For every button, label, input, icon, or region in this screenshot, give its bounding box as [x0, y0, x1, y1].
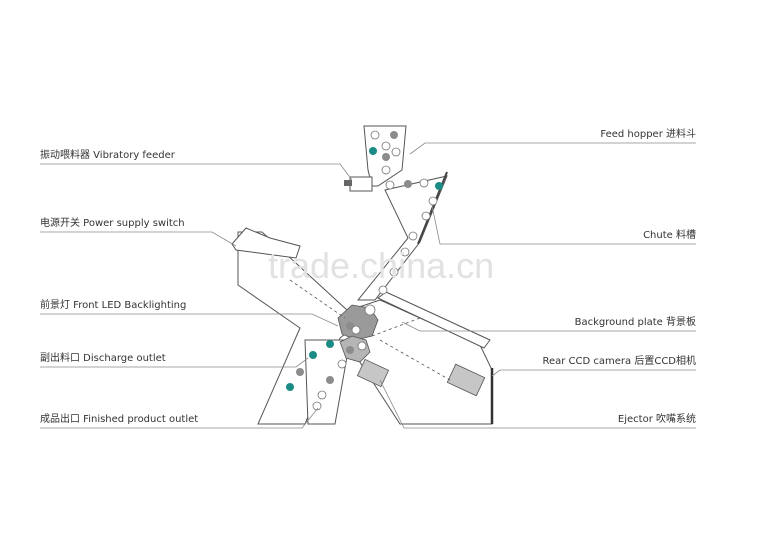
label-discharge-outlet: 副出料口 Discharge outlet	[40, 351, 166, 364]
vibratory-feeder-box	[349, 176, 373, 192]
chute	[356, 175, 448, 301]
label-chute: Chute 料槽	[643, 228, 696, 241]
label-ejector: Ejector 吹嘴系统	[618, 412, 696, 425]
watermark-text: trade.china.cn	[268, 245, 494, 286]
ejector-nozzle-icon	[356, 358, 390, 388]
label-finished-product-outlet: 成品出口 Finished product outlet	[40, 412, 198, 425]
label-rear-ccd-camera: Rear CCD camera 后置CCD相机	[542, 354, 696, 367]
label-feed-hopper: Feed hopper 进料斗	[600, 127, 696, 140]
leader-lines	[40, 142, 696, 429]
label-power-supply-switch: 电源开关 Power supply switch	[40, 216, 185, 229]
label-vibratory-feeder: 振动喂料器 Vibratory feeder	[40, 148, 176, 161]
rear-ccd-camera-icon	[446, 363, 486, 397]
power-switch-housing	[231, 227, 301, 259]
label-background-plate: Background plate 背景板	[575, 315, 696, 328]
label-front-led-backlighting: 前景灯 Front LED Backlighting	[40, 298, 186, 311]
material-particles	[286, 130, 443, 411]
labels: 振动喂料器 Vibratory feeder 电源开关 Power supply…	[40, 127, 696, 425]
